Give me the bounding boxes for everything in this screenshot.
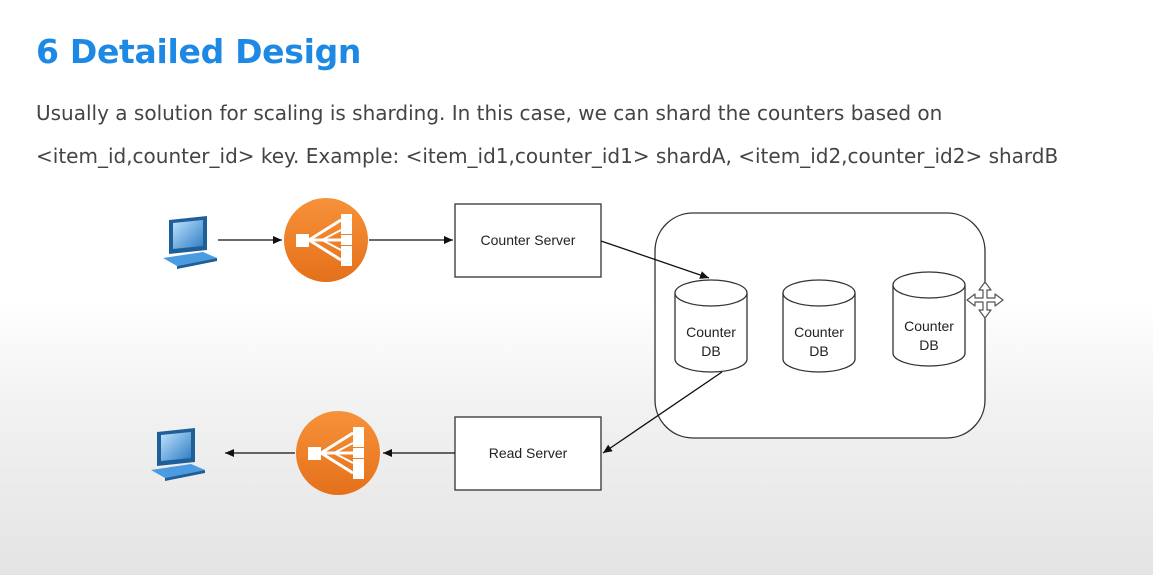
load-balancer-icon bbox=[296, 411, 380, 495]
db-label-line2: DB bbox=[701, 343, 720, 359]
edge-counter-server-to-db bbox=[600, 240, 710, 279]
counter-db-node: Counter DB bbox=[674, 279, 748, 373]
db-label-line2: DB bbox=[809, 343, 828, 359]
db-label-line1: Counter bbox=[686, 324, 736, 340]
body-text-line-2: <item_id,counter_id> key. Example: <item… bbox=[36, 144, 1059, 168]
read-server-node: Read Server bbox=[454, 416, 602, 491]
slide-title: 6 Detailed Design bbox=[36, 32, 362, 71]
counter-db-node: Counter DB bbox=[892, 271, 966, 367]
counter-server-node: Counter Server bbox=[454, 203, 602, 278]
db-label-line2: DB bbox=[919, 337, 938, 353]
read-server-label: Read Server bbox=[489, 445, 568, 461]
body-text-line-1: Usually a solution for scaling is shardi… bbox=[36, 101, 943, 125]
laptop-icon bbox=[151, 428, 205, 481]
counter-db-node: Counter DB bbox=[782, 279, 856, 373]
edge-db-to-read-server bbox=[602, 371, 723, 454]
load-balancer-icon bbox=[284, 198, 368, 282]
db-label-line1: Counter bbox=[794, 324, 844, 340]
laptop-icon bbox=[163, 216, 217, 269]
move-cursor-icon bbox=[966, 281, 1004, 319]
counter-server-label: Counter Server bbox=[481, 232, 576, 248]
db-label-line1: Counter bbox=[904, 318, 954, 334]
